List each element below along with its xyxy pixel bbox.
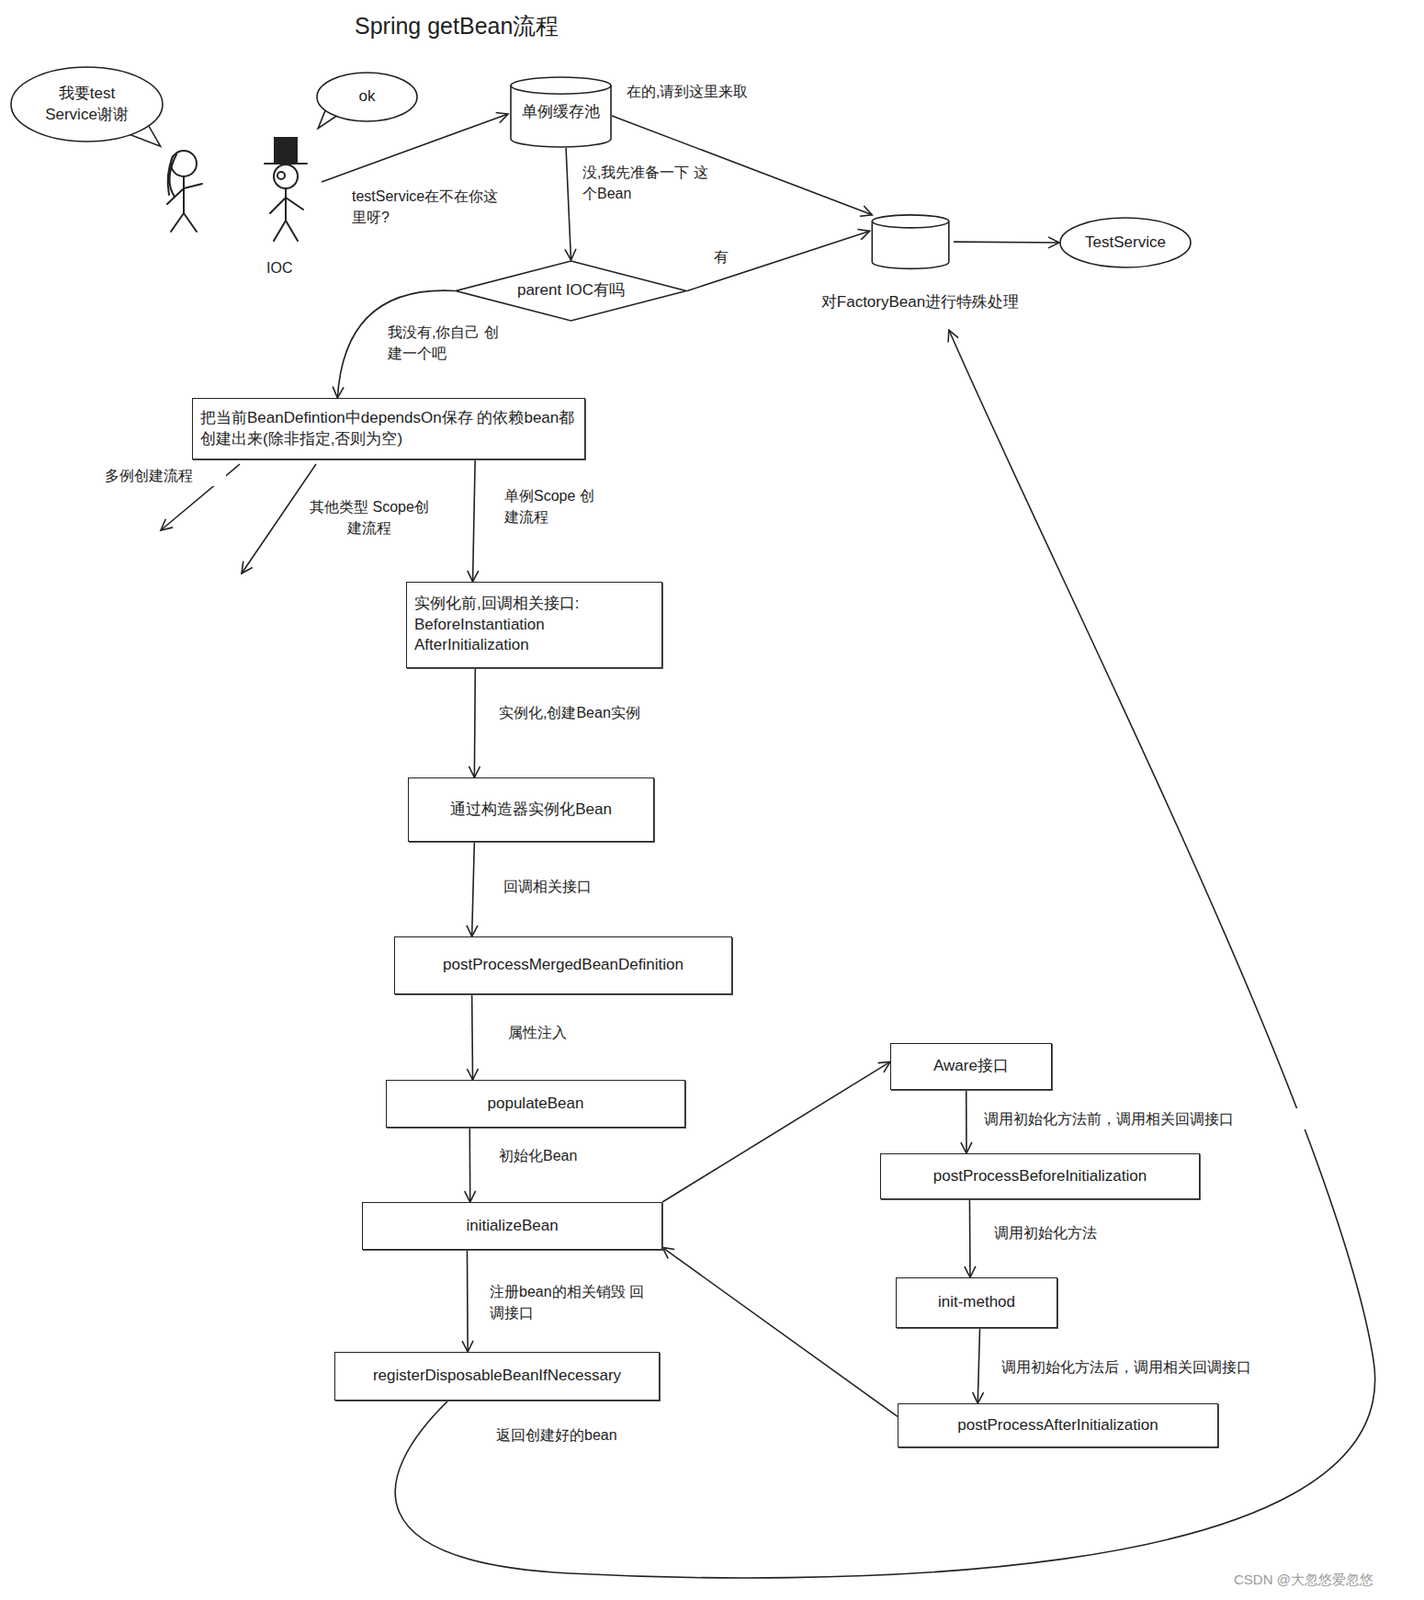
process-box: populateBean xyxy=(385,1079,686,1128)
edge-label: 调用初始化方法 xyxy=(992,1221,1134,1244)
edge-label: 实例化,创建Bean实例 xyxy=(497,701,685,724)
watermark: CSDN @大忽悠爱忽悠 xyxy=(1231,1569,1420,1590)
cylinder-body xyxy=(510,85,611,147)
node-text: ok xyxy=(351,82,384,112)
node-text: TestService xyxy=(1077,228,1174,258)
connector xyxy=(471,994,474,1080)
speech-bubble: ok xyxy=(316,71,419,123)
process-box: registerDisposableBeanIfNecessary xyxy=(334,1351,660,1401)
note-label: testService在不在你这里呀? xyxy=(350,185,510,228)
node-text: Aware接口 xyxy=(891,1051,1052,1081)
storage-cylinder: 对FactoryBean进行特殊处理 xyxy=(800,209,1040,317)
edge-label: 有 xyxy=(712,246,738,268)
node-text: 把当前BeanDefintion中dependsOn保存 的依赖bean都创建出… xyxy=(192,404,585,454)
edge-label: 注册bean的相关销毁 回调接口 xyxy=(487,1280,657,1323)
edge-label: 没,我先准备一下 这个Bean xyxy=(580,161,723,204)
diagram-title: Spring getBean流程 xyxy=(354,11,559,42)
terminal-ellipse: TestService xyxy=(1059,216,1192,269)
edge-label: 返回创建好的bean xyxy=(494,1424,645,1446)
storage-cylinder: 单例缓存池 xyxy=(509,76,612,148)
node-text: 通过构造器实例化Bean xyxy=(408,795,654,825)
process-box: Aware接口 xyxy=(890,1042,1052,1090)
ioc-figure xyxy=(264,137,307,241)
process-box: 把当前BeanDefintion中dependsOn保存 的依赖bean都创建出… xyxy=(192,397,586,460)
node-text: 我要test Service谢谢 xyxy=(36,79,138,130)
edge-label: 回调相关接口 xyxy=(501,875,634,897)
figure-hair xyxy=(168,154,177,197)
edge-label: 属性注入 xyxy=(506,1021,602,1043)
connector xyxy=(565,147,571,260)
edge-label: 初始化Bean xyxy=(497,1144,611,1166)
process-box: postProcessMergedBeanDefinition xyxy=(394,936,733,995)
node-text: 对FactoryBean进行特殊处理 xyxy=(813,288,1027,317)
node-text: init-method xyxy=(896,1288,1057,1317)
bubble-outline xyxy=(316,72,418,122)
node-text: postProcessMergedBeanDefinition xyxy=(395,950,732,980)
node-text: 单例缓存池 xyxy=(514,98,608,127)
node-text: 实例化前,回调相关接口: BeforeInstantiation AfterIn… xyxy=(406,589,662,661)
connector xyxy=(662,1246,898,1416)
decision-diamond: parent IOC有吗 xyxy=(454,259,688,322)
edge-label: 在的,请到这里来取 xyxy=(624,80,813,102)
node-text: postProcessBeforeInitialization xyxy=(881,1162,1199,1191)
connector xyxy=(687,230,871,291)
connector xyxy=(965,1089,968,1153)
speech-bubble: 我要test Service谢谢 xyxy=(10,66,164,143)
connector xyxy=(472,841,475,937)
process-box: postProcessAfterInitialization xyxy=(897,1402,1219,1447)
cylinder-top xyxy=(871,214,950,228)
edge-label: 我没有,你自己 创建一个吧 xyxy=(385,321,511,364)
figure-body xyxy=(167,176,203,232)
connector xyxy=(969,1198,972,1278)
question-arrow xyxy=(321,113,509,182)
node-text: registerDisposableBeanIfNecessary xyxy=(335,1361,659,1391)
node-text: parent IOC有吗 xyxy=(509,276,633,306)
note-label: 其他类型 Scope创建流程 xyxy=(303,496,436,539)
process-box: initializeBean xyxy=(361,1201,663,1250)
process-box: postProcessBeforeInitialization xyxy=(880,1152,1200,1199)
connector xyxy=(662,1061,891,1202)
edge-label: 单例Scope 创建流程 xyxy=(502,485,603,528)
top-hat xyxy=(274,137,297,163)
note-label: IOC xyxy=(264,257,324,279)
process-box: 通过构造器实例化Bean xyxy=(407,777,655,842)
figure-body xyxy=(270,188,304,241)
connector xyxy=(473,459,476,582)
connector xyxy=(474,667,477,778)
monocle xyxy=(277,171,285,180)
user-figure xyxy=(167,150,203,232)
ellipse-outline xyxy=(1060,217,1191,268)
bubble-outline xyxy=(11,67,163,142)
cylinder-top xyxy=(510,77,611,94)
node-text: populateBean xyxy=(386,1089,685,1119)
figure-head xyxy=(170,150,197,177)
connector xyxy=(977,1327,980,1403)
node-text: postProcessAfterInitialization xyxy=(898,1411,1218,1440)
note-label: 多例创建流程 xyxy=(102,464,227,486)
node-outline xyxy=(10,66,164,143)
edge-label: 调用初始化方法后，调用相关回调接口 xyxy=(999,1356,1334,1378)
process-box: init-method xyxy=(895,1277,1058,1328)
node-text: initializeBean xyxy=(362,1211,662,1241)
process-box: 实例化前,回调相关接口: BeforeInstantiation AfterIn… xyxy=(406,581,663,668)
diamond-outline xyxy=(455,260,687,321)
connector xyxy=(466,1249,469,1352)
connector xyxy=(953,240,1060,243)
figure-head xyxy=(273,164,298,189)
connector xyxy=(468,1127,471,1202)
edge-label: 调用初始化方法前，调用相关回调接口 xyxy=(982,1107,1317,1130)
